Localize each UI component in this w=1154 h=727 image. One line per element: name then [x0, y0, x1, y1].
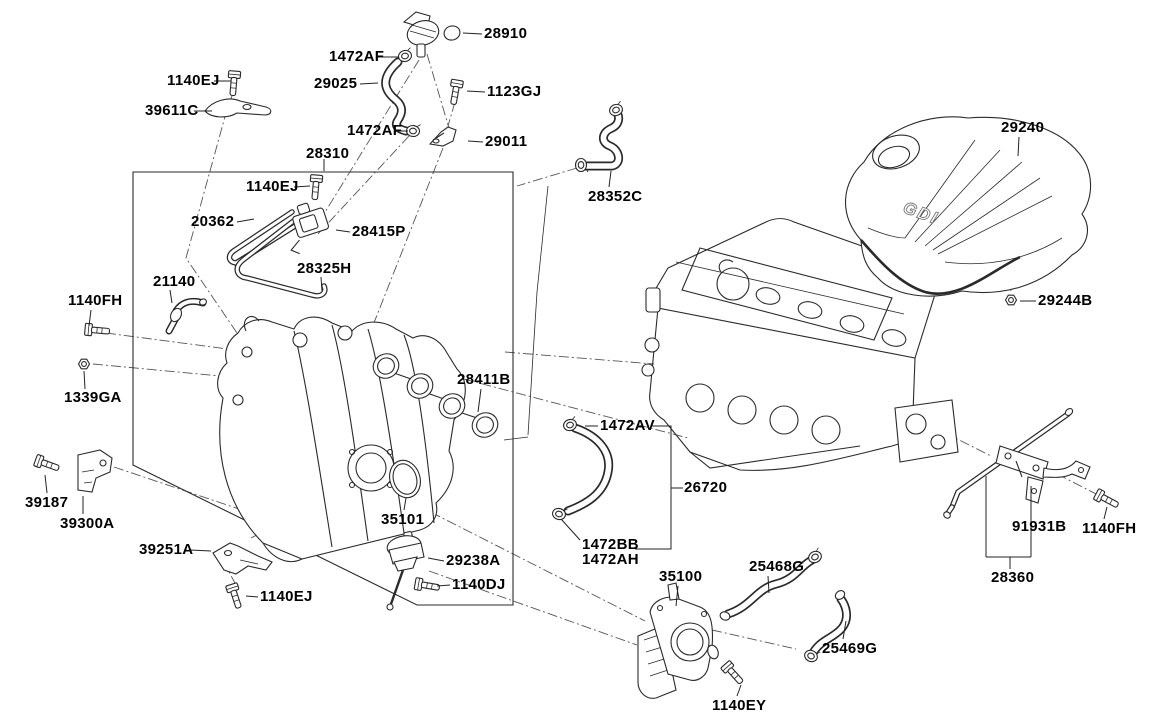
part-label-1140EJ: 1140EJ — [246, 178, 299, 195]
hose-25469G — [802, 590, 852, 665]
part-label-1140EY: 1140EY — [712, 697, 767, 714]
pipe-assy-28360 — [943, 408, 1122, 519]
part-label-28310: 28310 — [306, 145, 350, 162]
part-label-1472AV: 1472AV — [600, 417, 655, 434]
part-label-20362: 20362 — [191, 213, 235, 230]
part-label-39251A: 39251A — [139, 541, 194, 558]
part-label-1472AH: 1472AH — [582, 551, 639, 568]
part-label-39187: 39187 — [25, 494, 69, 511]
purge-pipes-and-solenoid — [226, 173, 330, 299]
bracket-39251A — [212, 542, 273, 575]
part-label-29025: 29025 — [314, 75, 358, 92]
part-label-1472AF: 1472AF — [329, 48, 385, 65]
part-label-1140EJ: 1140EJ — [167, 72, 220, 89]
part-label-35100: 35100 — [659, 568, 703, 585]
vacuum-actuator-29238A — [386, 531, 441, 611]
bracket-39611C — [204, 98, 272, 118]
throttle-o-ring-35101 — [389, 459, 421, 499]
part-label-1339GA: 1339GA — [64, 389, 122, 406]
intake-manifold — [217, 316, 466, 563]
part-label-26720: 26720 — [684, 479, 728, 496]
part-label-21140: 21140 — [153, 273, 196, 290]
part-label-28325H: 28325H — [297, 260, 352, 277]
part-label-1472BB: 1472BB — [582, 536, 639, 553]
part-label-28415P: 28415P — [352, 223, 406, 240]
part-label-25469G: 25469G — [822, 640, 878, 657]
manifold-gasket-28411B — [372, 353, 499, 438]
part-label-39300A: 39300A — [60, 515, 115, 532]
bracket-29011 — [428, 126, 457, 147]
solenoid-valve-28415P — [290, 202, 330, 255]
part-label-28360: 28360 — [991, 569, 1035, 586]
hose-25468G — [719, 547, 825, 621]
map-sensor-39300A — [77, 449, 113, 493]
engine-cover: GDI — [845, 116, 1092, 297]
part-label-1140DJ: 1140DJ — [452, 576, 506, 593]
part-label-29011: 29011 — [485, 133, 528, 150]
hose-28352C — [574, 100, 625, 173]
vacuum-elbow-21140 — [165, 297, 207, 335]
part-label-35101: 35101 — [381, 511, 425, 528]
part-label-28352C: 28352C — [588, 188, 643, 205]
part-label-25468G: 25468G — [749, 558, 805, 575]
part-label-1123GJ: 1123GJ — [487, 83, 542, 100]
part-label-28910: 28910 — [484, 25, 528, 42]
hose-26720 — [550, 415, 614, 522]
part-label-29238A: 29238A — [446, 552, 501, 569]
part-label-91931B: 91931B — [1012, 518, 1067, 535]
part-label-29244B: 29244B — [1038, 292, 1093, 309]
breather-hose-29025 — [381, 47, 422, 138]
part-label-1140FH: 1140FH — [1082, 520, 1137, 537]
part-label-28411B: 28411B — [457, 371, 511, 388]
group-box-28310 — [132, 171, 514, 606]
gasket-leader-lines — [503, 185, 549, 441]
part-label-1140EJ: 1140EJ — [260, 588, 313, 605]
part-label-39611C: 39611C — [145, 102, 199, 119]
part-label-1472AF: 1472AF — [347, 122, 403, 139]
part-label-29240: 29240 — [1001, 119, 1045, 136]
leader-lines — [44, 32, 1108, 697]
pcv-valve-28910 — [402, 11, 461, 58]
part-label-1140FH: 1140FH — [68, 292, 123, 309]
throttle-body-35100 — [637, 582, 747, 699]
